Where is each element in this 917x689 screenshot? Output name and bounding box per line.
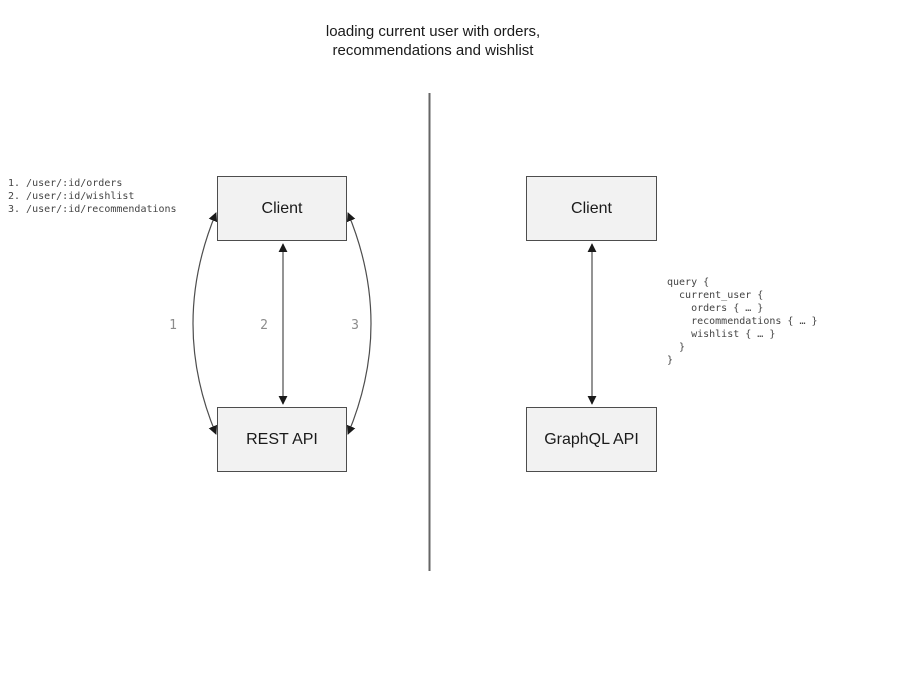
title-line-1: loading current user with orders, xyxy=(325,23,541,40)
rest-api-box: REST API xyxy=(217,407,347,472)
query-line: orders { … } xyxy=(667,303,764,314)
endpoint-orders: 1. /user/:id/orders xyxy=(8,178,123,189)
rest-client-box: Client xyxy=(217,176,347,241)
query-line: query { xyxy=(667,277,710,288)
graphql-api-label: GraphQL API xyxy=(544,430,639,448)
graphql-client-box: Client xyxy=(526,176,657,241)
rest-client-label: Client xyxy=(261,199,303,217)
query-line: } xyxy=(667,355,674,366)
rest-endpoint-list: 1. /user/:id/orders 2. /user/:id/wishlis… xyxy=(8,177,177,216)
graphql-api-box: GraphQL API xyxy=(526,407,657,472)
endpoint-wishlist: 2. /user/:id/wishlist xyxy=(8,191,135,202)
diagram-title: loading current user with orders, recomm… xyxy=(233,22,633,60)
endpoint-recommendations: 3. /user/:id/recommendations xyxy=(8,204,177,215)
rest-arrow-3-curve xyxy=(346,212,372,435)
arrow-label-3: 3 xyxy=(351,318,359,333)
query-line: recommendations { … } xyxy=(667,316,818,327)
query-line: } xyxy=(667,342,686,353)
rest-arrow-1-curve xyxy=(192,212,218,435)
graphql-client-label: Client xyxy=(571,199,612,217)
graphql-query-block: query { current_user { orders { … } reco… xyxy=(667,276,818,367)
arrow-label-2: 2 xyxy=(260,318,268,333)
title-line-2: recommendations and wishlist xyxy=(332,42,534,59)
query-line: wishlist { … } xyxy=(667,329,776,340)
rest-api-label: REST API xyxy=(246,430,318,448)
query-line: current_user { xyxy=(667,290,764,301)
arrow-label-1: 1 xyxy=(169,318,177,333)
